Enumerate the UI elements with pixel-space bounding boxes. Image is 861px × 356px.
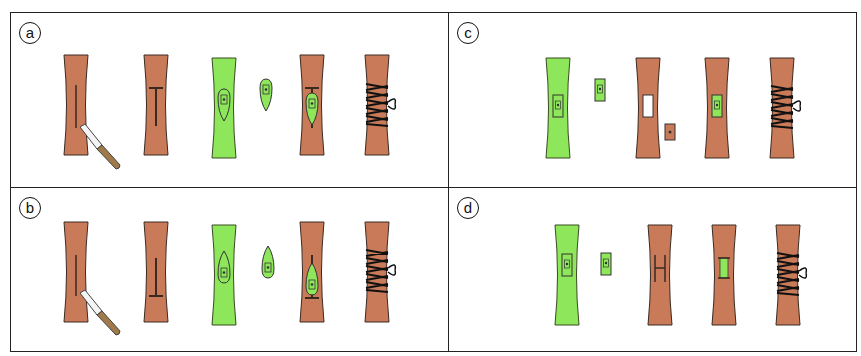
figure-panel: b bbox=[10, 187, 449, 352]
panel-letter-circle: c bbox=[457, 22, 479, 44]
panel-letter: b bbox=[26, 200, 34, 215]
figure-panel: d bbox=[448, 187, 857, 352]
patch-budding-steps bbox=[546, 58, 800, 158]
panel-letter: d bbox=[464, 200, 472, 215]
inverted-t-budding-steps bbox=[64, 222, 395, 335]
panel-letter: a bbox=[26, 25, 34, 40]
panel-letter-circle: b bbox=[19, 197, 41, 219]
panel-letter-circle: d bbox=[457, 197, 479, 219]
figure-panel: a bbox=[10, 12, 449, 188]
h-budding-steps bbox=[555, 225, 806, 325]
panel-letter-circle: a bbox=[19, 22, 41, 44]
figure-panel: c bbox=[448, 12, 857, 188]
t-budding-steps bbox=[64, 55, 395, 169]
panel-letter: c bbox=[464, 25, 472, 40]
